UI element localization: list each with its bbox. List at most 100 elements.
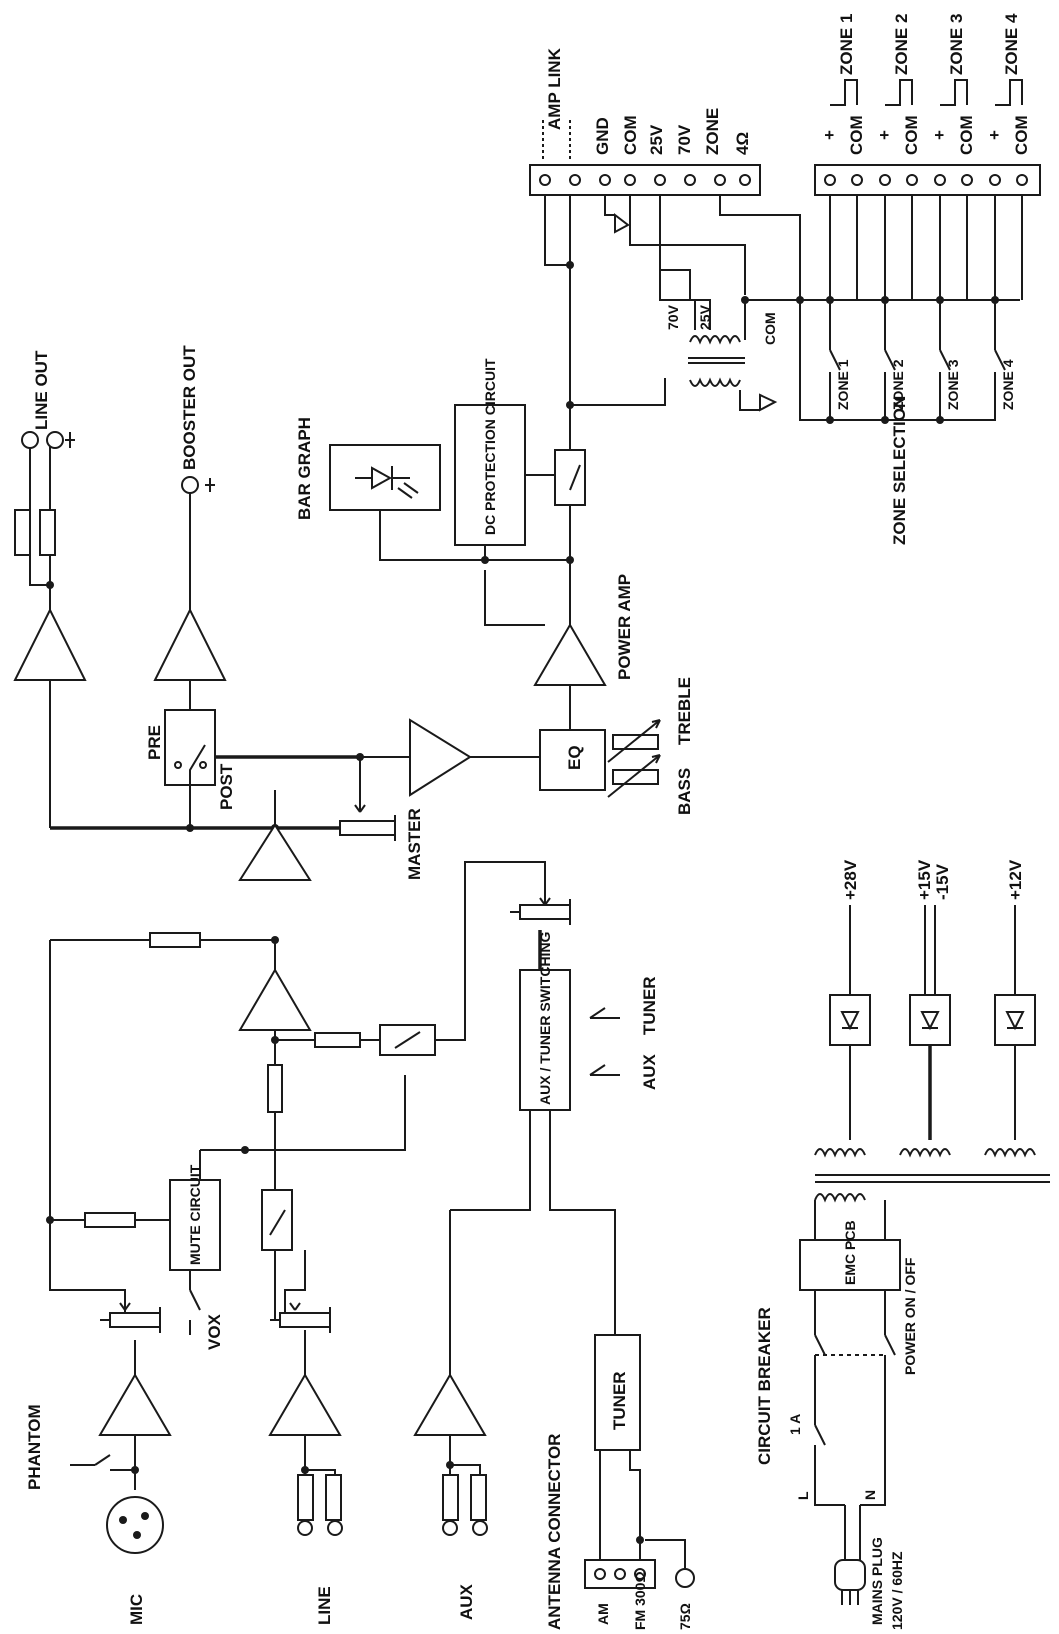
resistor [314,1032,361,1048]
zone-switch-2-label: ZONE 2 [890,359,906,410]
mains-plug-label: MAINS PLUG [869,1537,885,1625]
mute-switch [261,1189,293,1251]
eq-label: EQ [565,745,584,770]
l-label: L [795,1491,811,1500]
treble-pot [612,734,659,750]
aux-label: AUX [457,1583,476,1620]
amp-link-label: AMP LINK [545,47,564,130]
eq-box [539,729,606,791]
mains-spec-label: 120V / 60HZ [889,1551,905,1630]
mic-label: MIC [127,1594,146,1625]
line-out-jack [46,431,64,449]
com3-label: COM [957,115,976,155]
emc-pcb-box [799,1239,901,1291]
mains-plug [834,1559,866,1591]
plus4-label: + [985,130,1004,140]
com-label: COM [621,115,640,155]
rectifier-15v [909,994,951,1046]
master-amp [238,823,312,881]
protection-relay [554,449,586,506]
line-label: LINE [315,1586,334,1625]
zone4-label: ZONE 4 [1002,13,1021,75]
ground-symbols [65,212,778,492]
resistors [14,509,661,1521]
am-label: AM [595,1603,611,1625]
resistor [14,509,31,556]
zone3-label: ZONE 3 [947,14,966,75]
fm-label: FM 300Ω [632,1571,648,1630]
plus3-label: + [930,130,949,140]
neg15v-label: -15V [933,863,952,900]
resistor [470,1474,487,1521]
zone-switch-3-label: ZONE 3 [945,359,961,410]
line-out-amp [13,607,87,681]
dc-protection-box [454,404,526,546]
master-label: MASTER [405,808,424,880]
zone-terminal-strip [814,164,1041,196]
75ohm-label: 75Ω [677,1603,693,1630]
mute-circuit-label: MUTE CIRCUIT [187,1164,203,1265]
resistor [267,1064,283,1113]
blocks [164,164,1041,1605]
circuit-breaker-label: CIRCUIT BREAKER [755,1307,774,1465]
plus2-label: + [875,130,894,140]
zone-switch-1-label: ZONE 1 [835,359,851,410]
booster-out-label: BOOSTER OUT [180,345,199,470]
resistor [149,932,201,948]
switches [94,349,1006,1466]
gnd-label: GND [593,117,612,155]
15v-label: +15V [915,859,934,900]
75-ohm-jack [675,1568,695,1588]
resistor [39,509,56,556]
zone-brackets [542,79,1023,160]
resistor [297,1474,314,1521]
com4-label: COM [1012,115,1031,155]
bar-graph-label: BAR GRAPH [295,417,314,520]
booster-amp [153,607,227,681]
resistor [84,1212,136,1228]
power-amp-label: POWER AMP [615,574,634,680]
mic-preamp [98,1373,172,1436]
eq-driver-amp [409,718,472,797]
dc-protection-label: DC PROTECTION CIRCUIT [482,358,498,535]
n-label: N [862,1490,878,1500]
rectifier-12v [994,994,1036,1046]
bass-pot [612,769,659,785]
aux-tuner-pot [519,904,571,920]
amplifiers [13,607,607,1436]
master-pot [339,820,396,836]
70v-label: 70V [675,124,694,155]
jacks [21,431,695,1588]
4ohm-label: 4Ω [733,132,752,155]
tap25-label: 25V [697,304,713,330]
antenna-connector-label: ANTENNA CONNECTOR [545,1434,564,1630]
resistor [325,1474,342,1521]
emc-pcb-label: EMC PCB [842,1220,858,1285]
zone2-label: ZONE 2 [892,14,911,75]
aux-switch-label: AUX [640,1053,659,1090]
com2-label: COM [902,115,921,155]
tuner-box [594,1334,641,1451]
12v-label: +12V [1006,859,1025,900]
25v-label: 25V [647,124,666,155]
booster-out-jack [181,476,199,494]
tuner-label: TUNER [610,1371,629,1430]
phantom-label: PHANTOM [25,1404,44,1490]
line-pot [279,1312,331,1328]
tuner-switch-label: TUNER [640,976,659,1035]
aux-tuner-switching-label: AUX / TUNER SWITCHING [537,931,553,1105]
zone1-label: ZONE 1 [837,14,856,75]
post-label: POST [217,763,236,810]
mic-pot [109,1312,161,1328]
plus1-label: + [820,130,839,140]
bass-label: BASS [675,768,694,815]
line-preamp [268,1373,342,1436]
mute-circuit-box [169,1179,221,1271]
line-out-label: LINE OUT [32,350,51,430]
power-amp [533,623,607,686]
line-out-jack [21,431,39,449]
junction-dots [46,261,999,1544]
treble-label: TREBLE [675,677,694,745]
pre-label: PRE [145,725,164,760]
